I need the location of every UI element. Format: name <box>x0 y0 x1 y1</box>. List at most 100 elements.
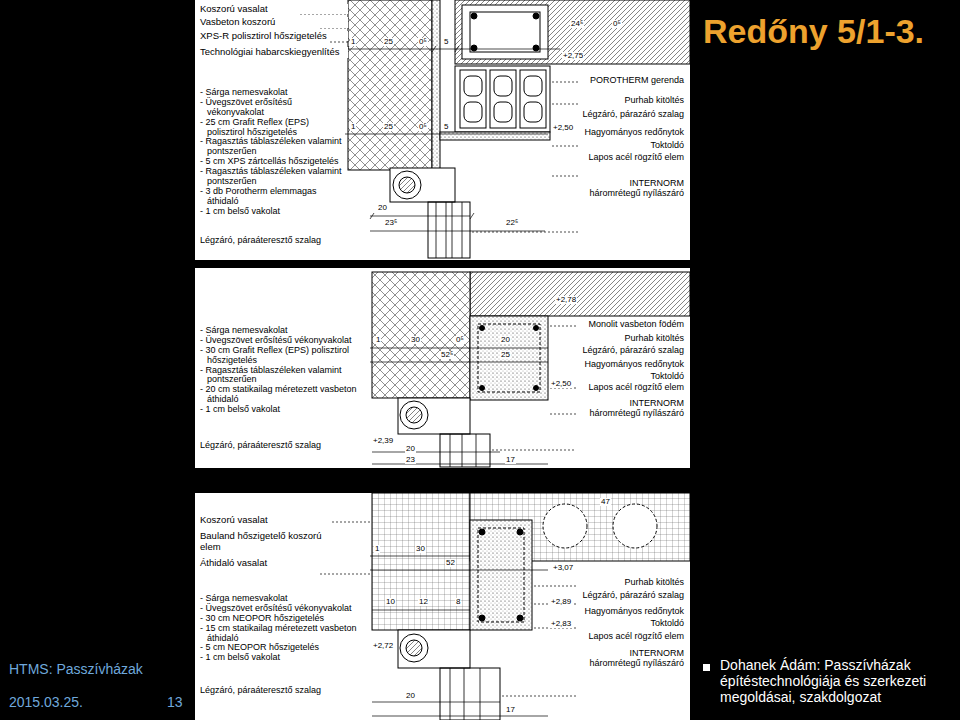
dimension-label: +2,75 <box>562 52 584 60</box>
dimension-label: 30 <box>410 336 421 344</box>
porotherm-block <box>460 70 486 128</box>
dimension-label: 17 <box>505 456 516 464</box>
block-void <box>524 76 542 96</box>
label-anchor: 0⁵ <box>612 20 622 28</box>
stirrup <box>478 528 524 622</box>
rebar <box>480 326 485 331</box>
component-label: Toktoldó <box>580 619 684 629</box>
dimension-label: 20 <box>405 445 416 453</box>
component-label: Légzáró, párazáró szalag <box>580 110 684 120</box>
block-void <box>494 76 512 96</box>
component-label: - 1 cm belső vakolat <box>200 405 360 415</box>
roller-axle <box>399 177 415 193</box>
component-label: - Ragasztás táblaszéleken valamint ponts… <box>200 366 360 386</box>
label-anchor: 1 <box>374 545 380 553</box>
label-anchor: +3,07 <box>552 564 574 572</box>
label-anchor: 0⁵ <box>418 123 428 131</box>
rebar <box>517 615 523 621</box>
component-label: Légzáró, párazáró szalag <box>580 591 684 601</box>
rebar <box>471 13 477 19</box>
dimension-label: +2,39 <box>372 437 394 445</box>
label-anchor: 52⁵ <box>440 351 454 359</box>
label-anchor: +2,39 <box>372 437 394 445</box>
label-anchor: 25 <box>383 123 394 131</box>
dimension-label: 8 <box>455 598 461 606</box>
label-anchor: 5 <box>443 123 449 131</box>
component-label: Légzáró, páraáteresztő szalag <box>200 441 360 451</box>
component-label: Hagyományos redőnytok <box>580 607 684 617</box>
porotherm-block <box>520 70 546 128</box>
rebar <box>533 13 539 19</box>
component-label: Légzáró, párazáró szalag <box>580 346 684 356</box>
block-void <box>464 76 482 96</box>
dimension-label: +2,83 <box>550 620 572 628</box>
component-label: INTERNORM háromrétegű nyílászáró <box>580 649 684 669</box>
dimension-label: 52⁵ <box>440 351 454 359</box>
section-2 <box>372 272 690 467</box>
component-label: - 5 cm NEOPOR hőszigetelés <box>200 643 365 653</box>
dimension-label: 5 <box>443 38 449 46</box>
section-3 <box>372 493 690 720</box>
component-label: - 3 db Porotherm elemmagas áthidaló <box>200 187 342 207</box>
label-anchor: 20 <box>377 204 388 212</box>
dimension-label: 5 <box>443 123 449 131</box>
neopor-insulation <box>372 493 470 630</box>
roller-box <box>398 630 470 668</box>
dimension-label: 23⁵ <box>384 219 398 227</box>
bullet-square <box>703 664 710 671</box>
label-anchor: +2,50 <box>552 124 574 132</box>
label-anchor: 17 <box>505 706 516 714</box>
roller-box <box>398 398 470 434</box>
dimension-tick <box>345 46 474 219</box>
component-label: Lapos acél rögzítő elem <box>580 383 684 393</box>
dimension-label: 1 <box>350 38 356 46</box>
component-label: - Sárga nemesvakolat <box>200 594 365 604</box>
component-label: Koszorú vasalat <box>200 4 348 14</box>
roller-drum <box>400 401 428 429</box>
leader-line <box>492 326 576 450</box>
stirrup <box>470 12 540 52</box>
ring-beam-lintel <box>470 520 532 630</box>
component-label: INTERNORM háromrétegű nyílászáró <box>580 179 684 199</box>
component-label: - Üvegszövet erősítésű vékonyvakolat <box>200 98 342 118</box>
xps-strip <box>440 132 550 140</box>
rebar <box>471 45 477 51</box>
label-anchor: 1 <box>350 38 356 46</box>
label-column: - Sárga nemesvakolat- Üvegszövet erősíté… <box>200 594 365 663</box>
dimension-label: 47 <box>600 498 611 506</box>
dimension-label: 10 <box>385 598 396 606</box>
dimension-label: 25 <box>383 38 394 46</box>
label-column: - Sárga nemesvakolat- Üvegszövet erősíté… <box>200 88 342 217</box>
dimension-label: 0⁵ <box>612 20 622 28</box>
dimension-label: 25 <box>383 123 394 131</box>
label-column: Monolit vasbeton födémPurhab kitöltésLég… <box>580 320 684 419</box>
label-column: Koszorú vasalatBauland hőszigetelő koszo… <box>200 515 330 569</box>
window-profile <box>450 434 476 467</box>
label-anchor: 20 <box>405 445 416 453</box>
label-anchor: 1 <box>375 336 381 344</box>
label-anchor: 13 <box>166 695 184 709</box>
window-frame <box>440 434 490 467</box>
dimension-label: 22⁵ <box>505 219 519 227</box>
dimension-label: 25 <box>500 351 511 359</box>
component-label: - 5 cm XPS zártcellás hőszigetelés <box>200 157 342 167</box>
component-label: - Sárga nemesvakolat <box>200 326 360 336</box>
concrete-lintel <box>470 316 548 400</box>
label-column: - Sárga nemesvakolat- Üvegszövet erősíté… <box>200 326 360 415</box>
label-anchor: 30 <box>410 336 421 344</box>
component-label: - 20 cm statikailag méretezett vasbeton … <box>200 385 360 405</box>
label-anchor: 25 <box>500 351 511 359</box>
label-anchor: +2,89 <box>550 598 572 606</box>
source-citation: Dohanek Ádám: Passzívházak építéstechnol… <box>720 657 952 705</box>
roller-drum <box>400 634 428 662</box>
roller-box <box>390 168 455 202</box>
label-anchor: 30 <box>415 545 426 553</box>
component-label: Koszorú vasalat <box>200 515 330 525</box>
label-anchor: 23⁵ <box>384 219 398 227</box>
slide-title: Redőny 5/1-3. <box>703 12 924 51</box>
dimension-label: 1 <box>350 123 356 131</box>
component-label: - Ragasztás táblaszéleken valamint ponts… <box>200 167 342 187</box>
dimension-line <box>370 556 548 716</box>
component-label: POROTHERM gerenda <box>580 76 684 86</box>
